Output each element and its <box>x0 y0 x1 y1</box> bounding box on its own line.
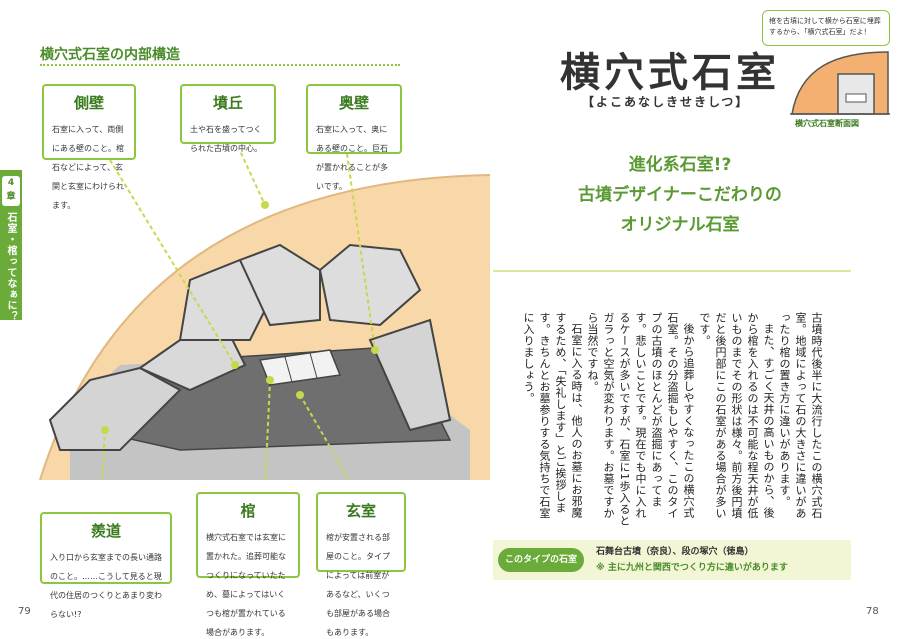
chapter-side-text: 石室・棺ってなぁに？ <box>5 212 16 322</box>
callout-text: 棺が安置される部屋のこと。タイプによっては前室があるなど、いくつも部屋がある場合… <box>326 533 390 637</box>
body-paragraph: 後から追葬しやすくなったこの横穴式石室。その分盗掘もしやすく、このタイプの古墳の… <box>586 312 695 527</box>
chapter-tab <box>0 170 22 320</box>
cross-section-label: 横穴式石室断面図 <box>795 119 859 128</box>
section-title: 横穴式石室の内部構造 <box>40 47 180 63</box>
subtitle: 進化系石室!? 古墳デザイナーこだわりの オリジナル石室 <box>540 150 820 240</box>
page-number-left: 79 <box>18 606 31 617</box>
page-number-right: 78 <box>866 606 879 617</box>
page-title: 横穴式石室 <box>560 49 780 96</box>
callout-text: 横穴式石室では玄室に置かれた。追葬可能なつくりになっていたため、墓によってはいく… <box>206 533 286 637</box>
callout-text: 土や石を盛ってつくられた古墳の中心。 <box>190 125 262 153</box>
body-text: 古墳時代後半に大流行したこの横穴式石室。地域によって石の大きさに違いがあったり棺… <box>520 312 824 527</box>
coffin-shape <box>258 349 342 386</box>
type-badge: このタイプの石室 <box>498 548 584 572</box>
subtitle-line: 古墳デザイナーこだわりの <box>578 185 782 205</box>
callout-text: 石室に入って、奥にある壁のこと。巨石が置かれることが多いです。 <box>316 125 388 191</box>
callout-leader-lines <box>101 150 376 480</box>
upper-stone-2 <box>238 243 321 327</box>
callout-funkyu: 墳丘 土や石を盛ってつくられた古墳の中心。 <box>180 84 276 153</box>
callout-title: 棺 <box>240 502 256 520</box>
subtitle-line: 進化系石室!? <box>628 155 732 175</box>
entrance-stone <box>137 333 247 392</box>
callout-sendo: 羨道 入り口から玄室までの長い通路のこと。……こうして見ると現代の住居のつくりと… <box>40 512 172 619</box>
callout-title: 墳丘 <box>212 94 243 112</box>
type-note: ※ 主に九州と関西でつくり方に違いがあります <box>596 563 788 573</box>
callout-genshitsu: 玄室 棺が安置される部屋のこと。タイプによっては前室があるなど、いくつも部屋があ… <box>316 492 406 637</box>
callout-hitsugi: 棺 横穴式石室では玄室に置かれた。追葬可能なつくりになっていたため、墓によっては… <box>196 492 300 637</box>
callout-title: 玄室 <box>345 502 376 520</box>
callout-title: 側壁 <box>73 94 104 112</box>
callout-title: 奥壁 <box>338 94 369 112</box>
callout-text: 入り口から玄室までの長い通路のこと。……こうして見ると現代の住居のつくりとあまり… <box>50 553 162 619</box>
type-examples: 石舞台古墳（奈良）、段の塚穴（徳島） <box>596 547 754 557</box>
stone-chamber-illustration <box>39 150 490 480</box>
callout-text: 石室に入って、両側にある壁のこと。棺石などによって、玄関と玄室にわけられます。 <box>52 125 124 210</box>
left-stones <box>48 366 182 451</box>
upper-stone-3 <box>318 243 422 327</box>
callout-sokuheki: 側壁 石室に入って、両側にある壁のこと。棺石などによって、玄関と玄室にわけられま… <box>42 84 136 210</box>
callout-okukabe: 奥壁 石室に入って、奥にある壁のこと。巨石が置かれることが多いです。 <box>306 84 402 191</box>
body-paragraph: 石室に入る時は、他人のお墓にお邪魔するため、「失礼します」とご挨拶します。きちん… <box>522 312 583 519</box>
back-wall-stone <box>368 318 452 432</box>
subtitle-line: オリジナル石室 <box>620 215 740 235</box>
body-paragraph: 古墳時代後半に大流行したこの横穴式石室。地域によって石の大きさに違いがあったり棺… <box>778 312 823 519</box>
cross-section-diagram <box>790 51 890 115</box>
body-paragraph: また、すごく天井の高いものから、後から棺を入れるのは不可能な程天井が低いものまで… <box>698 312 775 519</box>
title-reading: 【よこあなしきせきしつ】 <box>582 95 750 109</box>
subtitle-rule <box>493 270 851 272</box>
section-rule <box>40 64 400 66</box>
callout-title: 羨道 <box>90 522 121 540</box>
speech-bubble: 棺を古墳に対して横から石室に埋葬するから、「横穴式石室」だよ！ <box>762 10 890 46</box>
